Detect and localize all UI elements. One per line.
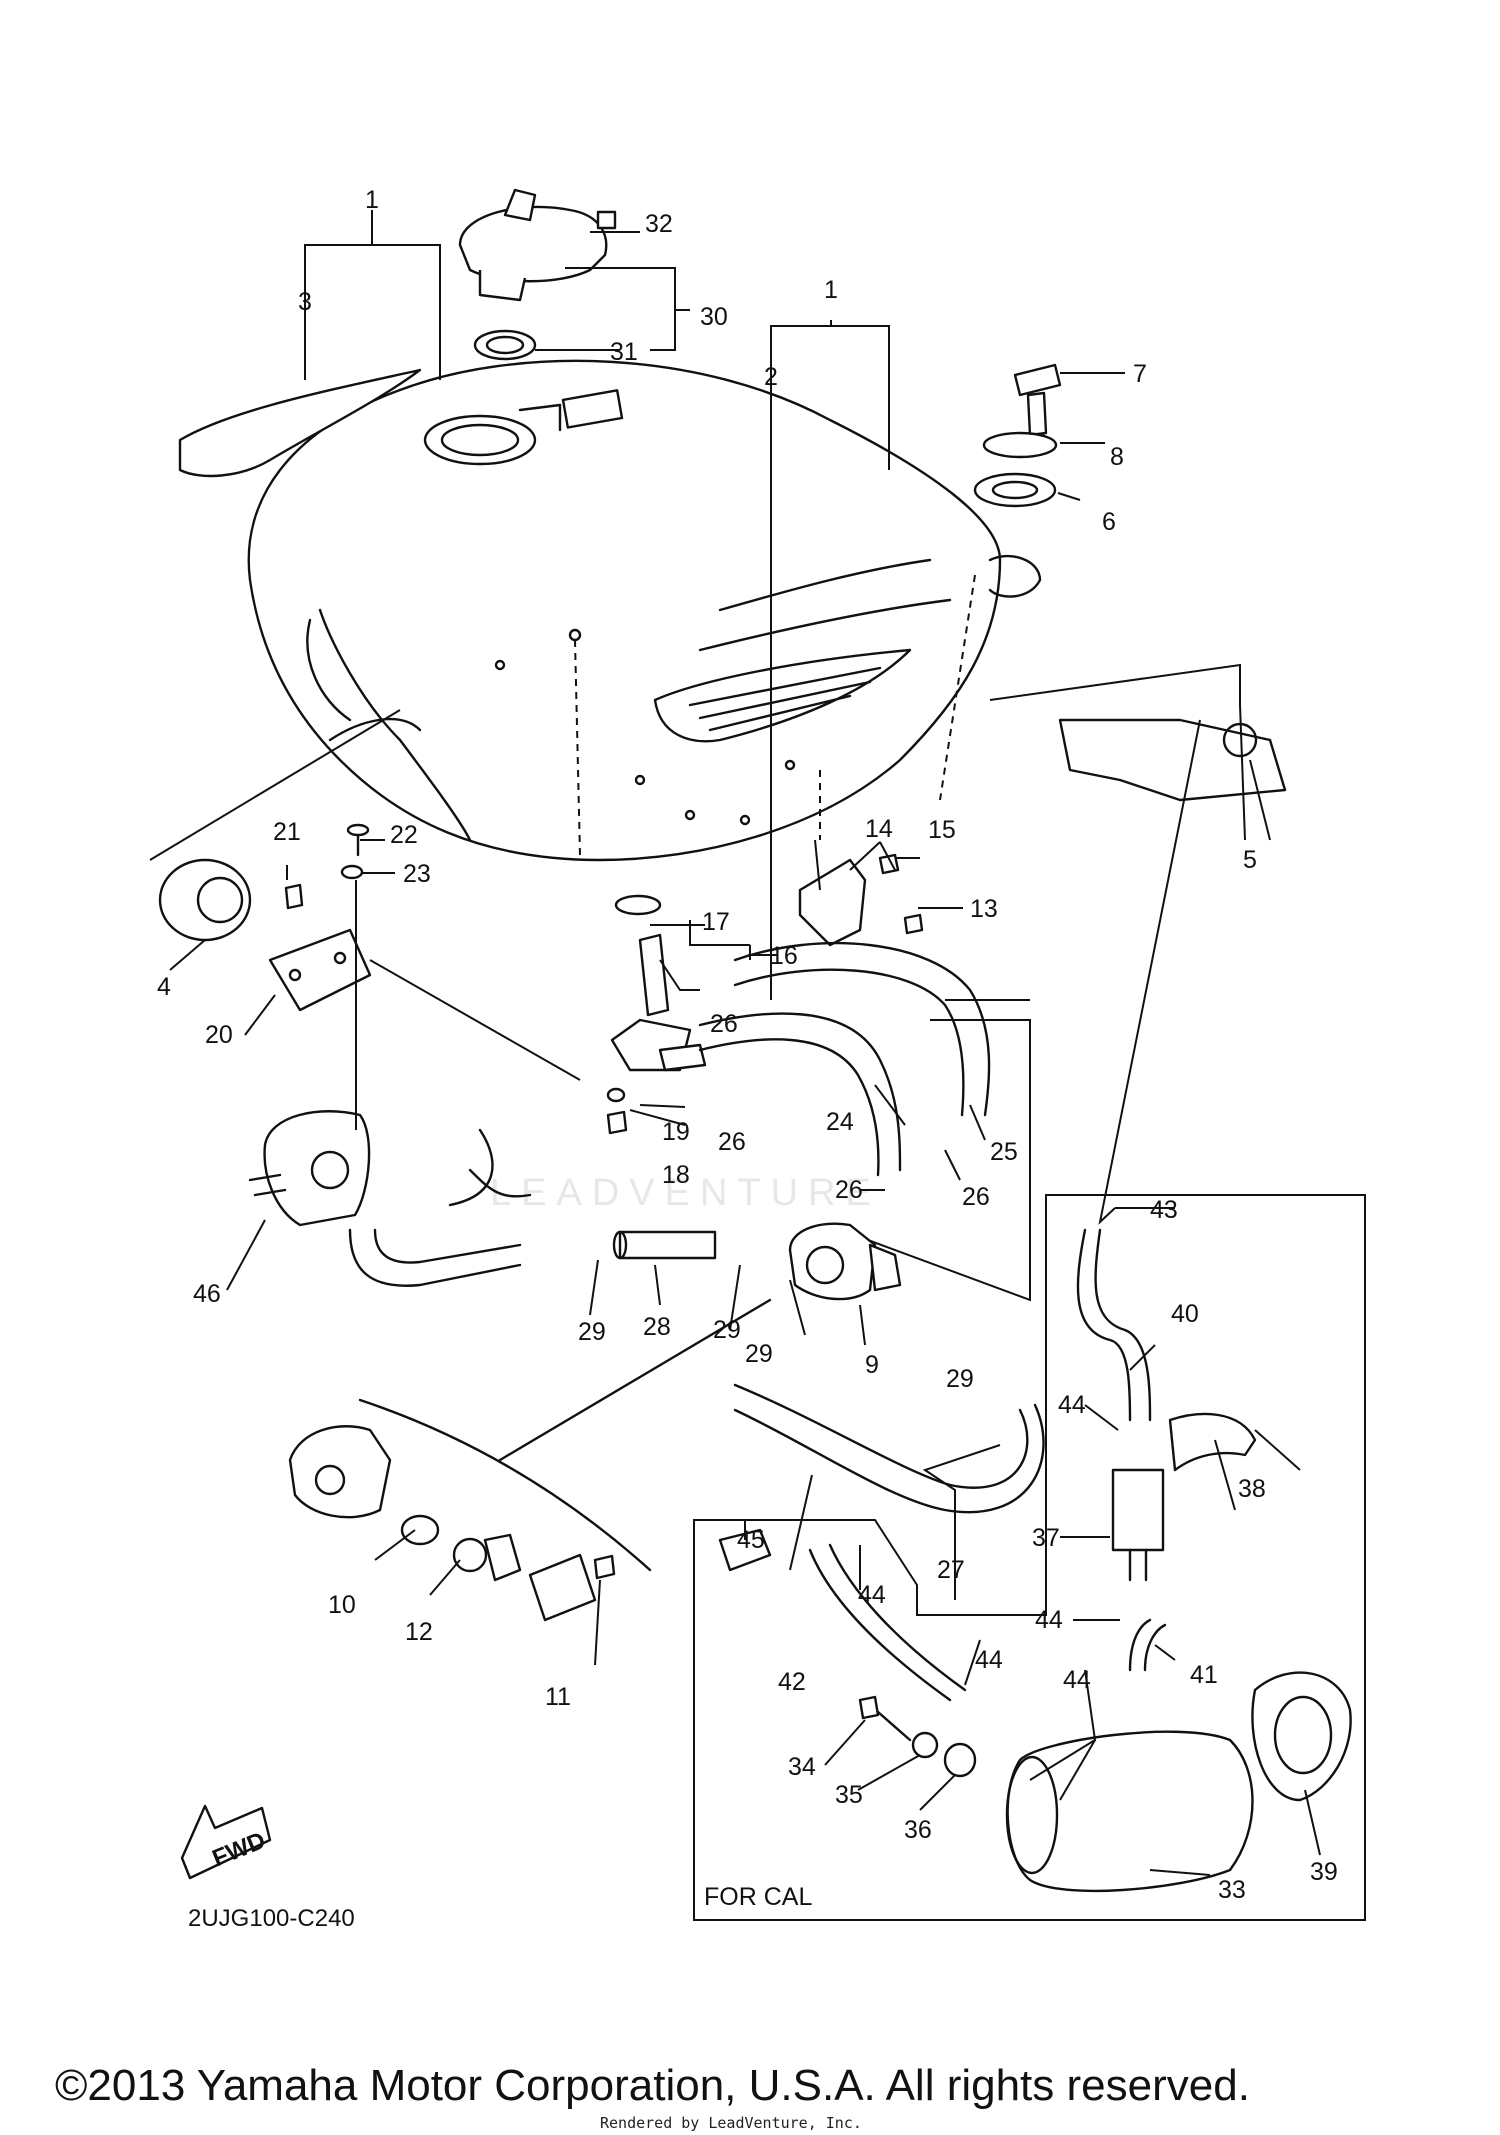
fuel-hose-28 — [618, 1230, 717, 1260]
tank-stripe — [178, 368, 422, 478]
label-39: 39 — [1310, 1858, 1338, 1886]
label-4: 4 — [157, 973, 171, 1001]
label-45: 45 — [737, 1526, 765, 1554]
label-27: 27 — [937, 1556, 965, 1584]
fuel-cap — [458, 188, 617, 361]
label-3: 3 — [298, 288, 312, 316]
label-18: 18 — [662, 1161, 690, 1189]
fuel-hose-25 — [733, 941, 991, 1117]
label-32: 32 — [645, 210, 673, 238]
label-26d: 26 — [835, 1176, 863, 1204]
label-29b: 29 — [713, 1316, 741, 1344]
label-9: 9 — [865, 1351, 879, 1379]
label-44a: 44 — [1058, 1391, 1086, 1419]
label-40: 40 — [1171, 1300, 1199, 1328]
fwd-arrow-icon: FWD — [180, 1804, 272, 1880]
label-36: 36 — [904, 1816, 932, 1844]
label-2: 2 — [764, 363, 778, 391]
label-28: 28 — [643, 1313, 671, 1341]
label-29a: 29 — [578, 1318, 606, 1346]
canister-system — [718, 1228, 1352, 1893]
vacuum-cock — [788, 1222, 902, 1301]
part-labels: 1 1 2 3 4 5 6 7 8 9 10 11 12 13 14 15 16… — [157, 186, 1338, 1904]
vacuum-cock-parts — [288, 1425, 616, 1622]
label-30: 30 — [700, 303, 728, 331]
label-1a: 1 — [365, 186, 379, 214]
label-13: 13 — [970, 895, 998, 923]
label-7: 7 — [1133, 360, 1147, 388]
label-10: 10 — [328, 1591, 356, 1619]
fuel-hose-24 — [698, 1012, 902, 1172]
label-11: 11 — [545, 1683, 571, 1711]
watermark: LEADVENTURE — [490, 1172, 881, 1214]
label-20: 20 — [205, 1021, 233, 1049]
label-6: 6 — [1102, 508, 1116, 536]
label-26a: 26 — [710, 1010, 738, 1038]
label-42: 42 — [778, 1668, 806, 1696]
label-23: 23 — [403, 860, 431, 888]
label-14: 14 — [865, 815, 893, 843]
label-19: 19 — [662, 1118, 690, 1146]
label-22: 22 — [390, 821, 418, 849]
diagram-code: 2UJG100-C240 — [188, 1905, 355, 1932]
fuel-cock — [606, 894, 707, 1135]
label-29c: 29 — [745, 1340, 773, 1368]
label-26c: 26 — [962, 1183, 990, 1211]
label-25: 25 — [990, 1138, 1018, 1166]
label-5: 5 — [1243, 846, 1257, 874]
label-43: 43 — [1150, 1196, 1178, 1224]
label-16: 16 — [770, 942, 798, 970]
label-31: 31 — [610, 338, 638, 366]
label-8: 8 — [1110, 443, 1124, 471]
label-26b: 26 — [718, 1128, 746, 1156]
label-1b: 1 — [824, 276, 838, 304]
tank-mount-hardware — [973, 363, 1062, 508]
seat-bracket — [1058, 718, 1287, 802]
cover-cap — [158, 858, 252, 942]
label-41: 41 — [1190, 1661, 1218, 1689]
label-44e: 44 — [1063, 1666, 1091, 1694]
label-44d: 44 — [975, 1646, 1003, 1674]
label-35: 35 — [835, 1781, 863, 1809]
fuel-tank — [247, 359, 1042, 862]
fuel-hose-27 — [733, 1383, 1029, 1489]
copyright-notice: ©2013 Yamaha Motor Corporation, U.S.A. A… — [55, 2061, 1250, 2110]
leader-lines — [149, 210, 1321, 1876]
label-44c: 44 — [1035, 1606, 1063, 1634]
label-15: 15 — [928, 816, 956, 844]
tank-emblem — [653, 648, 912, 743]
label-24: 24 — [826, 1108, 854, 1136]
label-34: 34 — [788, 1753, 816, 1781]
label-37: 37 — [1032, 1524, 1060, 1552]
label-46: 46 — [193, 1280, 221, 1308]
label-21: 21 — [273, 818, 301, 846]
label-44b: 44 — [858, 1581, 886, 1609]
label-12: 12 — [405, 1618, 433, 1646]
petcock-bracket — [798, 853, 924, 947]
for-cal-box — [693, 1194, 1366, 1921]
label-29d: 29 — [946, 1365, 974, 1393]
label-33: 33 — [1218, 1876, 1246, 1904]
label-38: 38 — [1238, 1475, 1266, 1503]
for-cal-label: FOR CAL — [704, 1883, 812, 1911]
fuel-pump — [248, 1110, 371, 1227]
rendered-by: Rendered by LeadVenture, Inc. — [600, 2114, 862, 2132]
label-17: 17 — [702, 908, 730, 936]
